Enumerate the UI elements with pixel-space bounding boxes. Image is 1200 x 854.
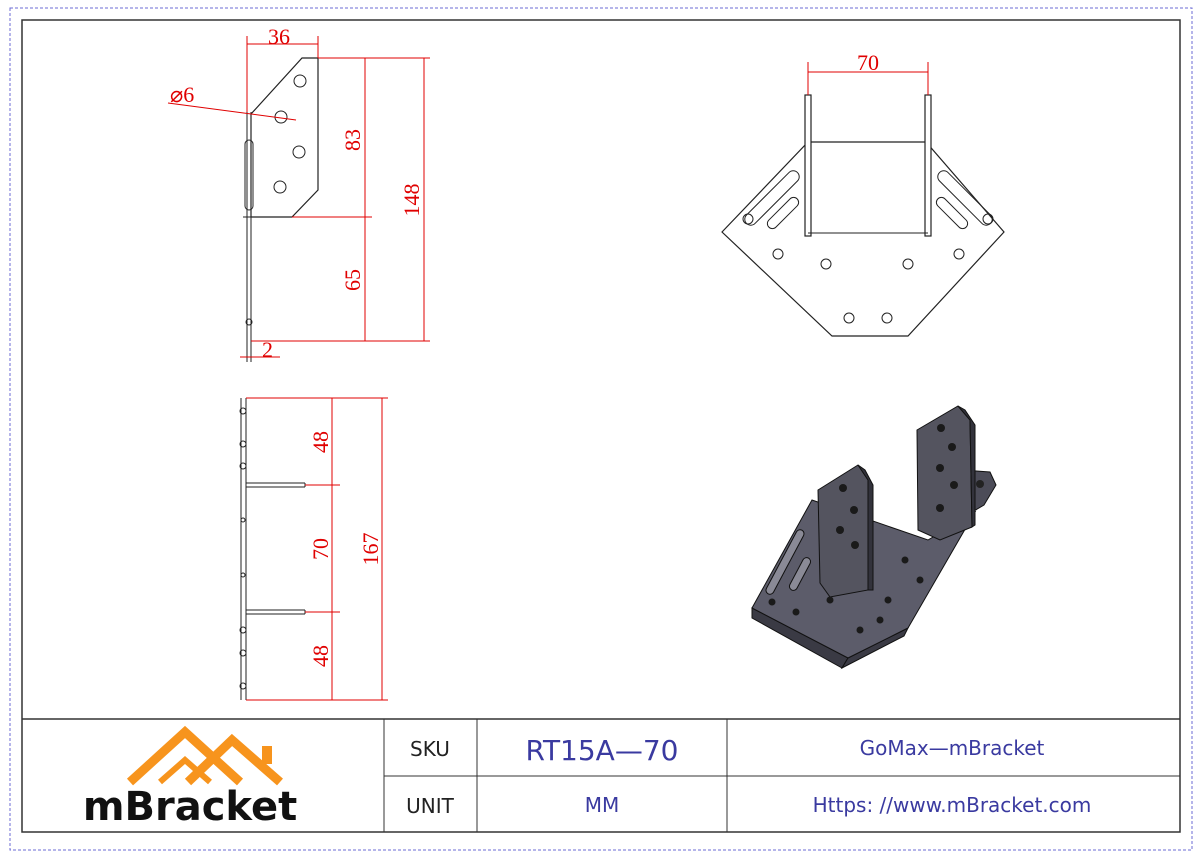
side-view-dimensions: 36 ⌀6 83 148 65 2 — [167, 24, 430, 362]
dim-front-width: 70 — [857, 50, 879, 75]
logo: mBracket — [83, 725, 297, 830]
isometric-view — [751, 405, 997, 670]
website-link[interactable]: Https: //www.mBracket.com — [813, 793, 1092, 817]
sku-label: SKU — [410, 737, 450, 761]
dim-upper-height: 83 — [340, 129, 365, 151]
inner-border — [21, 19, 1181, 833]
dim-lower-height: 65 — [340, 269, 365, 291]
dim-flange-2: 48 — [308, 645, 333, 667]
dim-hole-diameter: ⌀6 — [170, 82, 194, 107]
outer-border — [9, 7, 1193, 851]
dim-thickness: 2 — [262, 337, 273, 362]
unit-label: UNIT — [406, 794, 454, 818]
logo-text: mBracket — [83, 784, 297, 830]
unit-value: MM — [585, 793, 620, 817]
side-view — [243, 57, 319, 362]
dim-side-width: 36 — [268, 24, 290, 49]
sku-value: RT15A—70 — [526, 734, 679, 767]
dim-flange-1: 48 — [308, 431, 333, 453]
dim-total-height: 148 — [399, 184, 424, 217]
front-view-dimensions: 70 — [807, 50, 929, 95]
title-block: mBracket SKU RT15A—70 UNIT MM GoMax—mBra… — [22, 718, 1180, 832]
company-name: GoMax—mBracket — [860, 736, 1045, 760]
front-view — [721, 94, 1005, 337]
dim-middle: 70 — [308, 538, 333, 560]
top-view — [239, 398, 306, 700]
top-view-dimensions: 48 70 48 167 — [246, 397, 388, 701]
dim-total-width: 167 — [358, 533, 383, 566]
